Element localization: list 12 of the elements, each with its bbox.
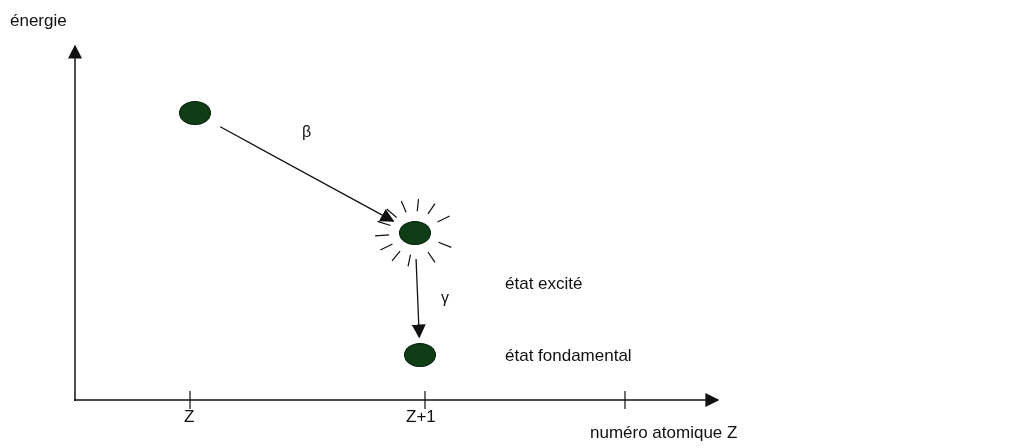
tick-label: Z: [184, 408, 195, 425]
axis-title: énergie: [10, 12, 67, 29]
particle-dot: [404, 343, 436, 367]
arrow: [411, 258, 426, 339]
state-label: état excité: [505, 275, 583, 292]
particle-dot: [399, 221, 431, 245]
arrow: [219, 126, 395, 222]
edge-label: β: [302, 124, 312, 140]
axis-title: numéro atomique Z: [590, 424, 738, 441]
particle-dot: [179, 101, 211, 125]
tick-label: Z+1: [406, 408, 436, 425]
state-label: état fondamental: [505, 347, 632, 364]
